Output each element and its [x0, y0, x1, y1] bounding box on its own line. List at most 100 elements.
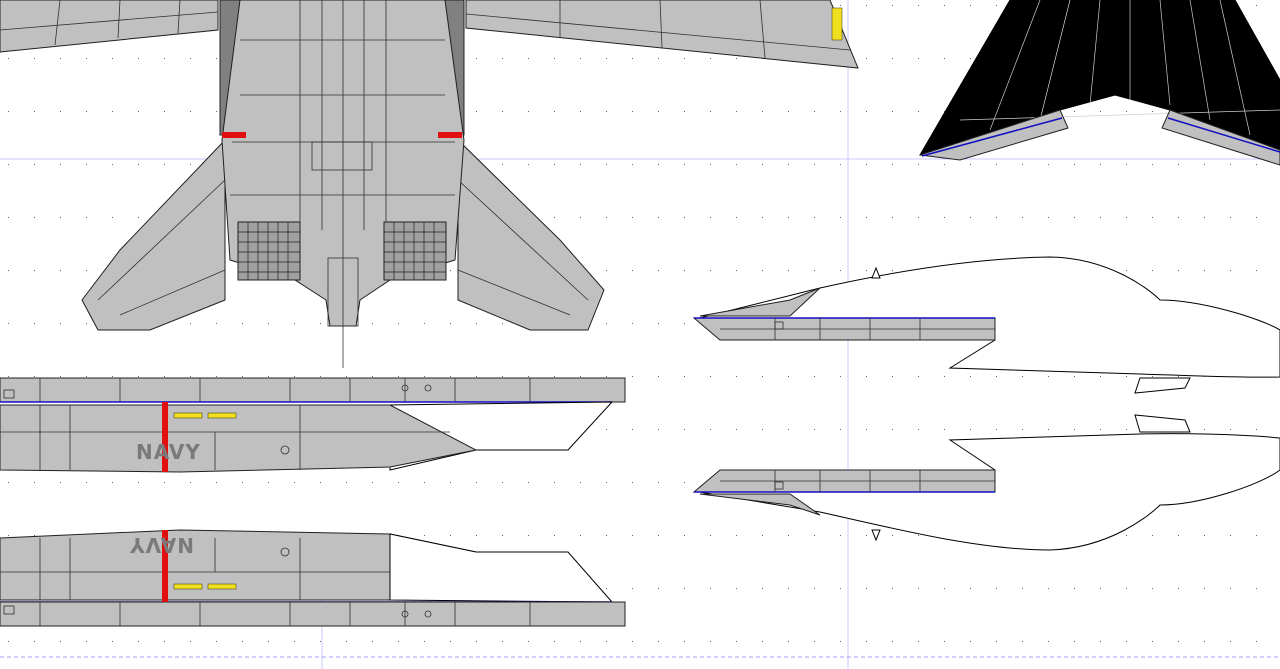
grid-dot — [1126, 535, 1127, 536]
grid-dot — [788, 164, 789, 165]
grid-dot — [1204, 164, 1205, 165]
grid-dot — [710, 535, 711, 536]
grid-dot — [944, 5, 945, 6]
grid-dot — [762, 217, 763, 218]
navy-decal-upper: NAVY — [136, 440, 201, 464]
grid-dot — [346, 641, 347, 642]
grid-dot — [684, 588, 685, 589]
grid-dot — [1074, 111, 1075, 112]
grid-dot — [892, 217, 893, 218]
grid-dot — [944, 429, 945, 430]
grid-dot — [1230, 429, 1231, 430]
grid-dot — [970, 376, 971, 377]
grid-dot — [1230, 164, 1231, 165]
grid-dot — [1178, 164, 1179, 165]
grid-dot — [554, 217, 555, 218]
grid-dot — [60, 641, 61, 642]
grid-dot — [996, 588, 997, 589]
grid-dot — [502, 482, 503, 483]
grid-dot — [658, 270, 659, 271]
grid-dot — [606, 429, 607, 430]
grid-dot — [866, 641, 867, 642]
grid-dot — [8, 164, 9, 165]
grid-dot — [918, 535, 919, 536]
grid-dot — [632, 164, 633, 165]
grid-dot — [840, 535, 841, 536]
grid-dot — [814, 111, 815, 112]
grid-dot — [372, 323, 373, 324]
grid-dot — [164, 111, 165, 112]
grid-dot — [736, 270, 737, 271]
grid-dot — [242, 323, 243, 324]
grid-dot — [398, 641, 399, 642]
side-upper-red-stripe — [162, 402, 168, 472]
grid-dot — [1152, 270, 1153, 271]
outline-lower-silhouette — [699, 433, 1280, 551]
outline-upper-wedge — [699, 287, 821, 317]
grid-dot — [970, 58, 971, 59]
grid-dot — [34, 270, 35, 271]
grid-dot — [944, 111, 945, 112]
grid-dot — [138, 111, 139, 112]
grid-dot — [8, 376, 9, 377]
grid-dot — [736, 535, 737, 536]
vertical-tail-black — [919, 0, 1280, 166]
grid-dot — [658, 429, 659, 430]
grid-dot — [892, 535, 893, 536]
grid-dot — [684, 376, 685, 377]
grid-dot — [112, 376, 113, 377]
grid-dot — [1022, 217, 1023, 218]
grid-dot — [1074, 429, 1075, 430]
grid-dot — [554, 376, 555, 377]
grid-dot — [1256, 641, 1257, 642]
grid-dot — [190, 58, 191, 59]
grid-dot — [450, 270, 451, 271]
grid-dot — [658, 217, 659, 218]
grid-dot — [216, 58, 217, 59]
grid-dot — [580, 376, 581, 377]
grid-dot — [1048, 376, 1049, 377]
grid-dot — [138, 58, 139, 59]
grid-dot — [1100, 217, 1101, 218]
grid-dot — [86, 323, 87, 324]
grid-dot — [866, 164, 867, 165]
grid-dot — [60, 270, 61, 271]
side-view-lower: NAVY — [0, 529, 626, 627]
grid-dot — [762, 111, 763, 112]
grid-dot — [346, 482, 347, 483]
grid-dot — [476, 111, 477, 112]
grid-dot — [684, 482, 685, 483]
grid-dot — [86, 376, 87, 377]
grid-dot — [944, 217, 945, 218]
grid-dot — [190, 111, 191, 112]
grid-dot — [60, 58, 61, 59]
grid-dot — [632, 111, 633, 112]
grid-dot — [840, 217, 841, 218]
grid-dot — [502, 641, 503, 642]
grid-dot — [736, 164, 737, 165]
grid-dot — [1074, 217, 1075, 218]
grid-dot — [606, 641, 607, 642]
grid-dot — [528, 482, 529, 483]
grid-dot — [476, 641, 477, 642]
grid-dot — [710, 111, 711, 112]
grid-dot — [112, 217, 113, 218]
grid-dot — [892, 111, 893, 112]
grid-dot — [996, 429, 997, 430]
grid-dot — [424, 323, 425, 324]
grid-dot — [1074, 588, 1075, 589]
grid-dot — [1152, 376, 1153, 377]
grid-dot — [1256, 535, 1257, 536]
grid-dot — [34, 323, 35, 324]
grid-dot — [580, 217, 581, 218]
grid-dot — [34, 58, 35, 59]
grid-dot — [762, 164, 763, 165]
grid-dot — [1230, 588, 1231, 589]
grid-dot — [866, 588, 867, 589]
grid-dot — [944, 588, 945, 589]
grid-dot — [762, 429, 763, 430]
side-lower-spine — [0, 601, 626, 627]
grid-dot — [866, 111, 867, 112]
grid-dot — [918, 111, 919, 112]
grid-dot — [1178, 376, 1179, 377]
